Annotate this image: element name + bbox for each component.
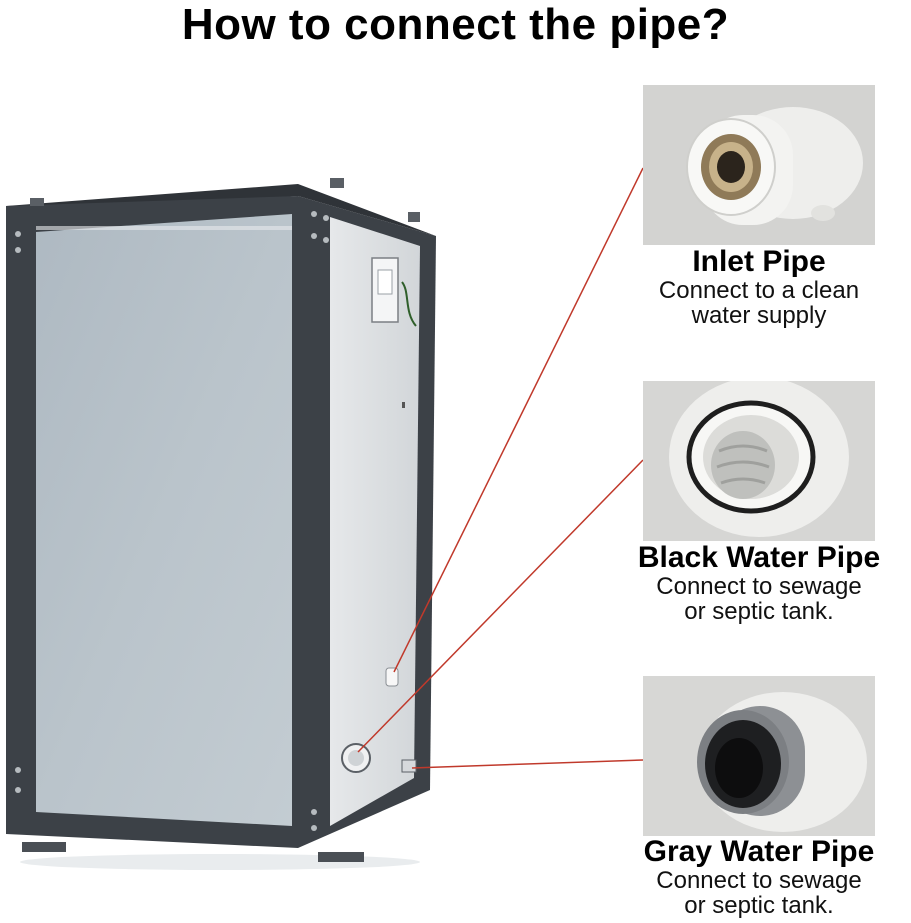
gray-water-outlet-marker — [401, 759, 417, 773]
black-water-pointer-line — [357, 459, 644, 753]
black-water-pipe-desc-line1: Connect to sewage — [656, 573, 862, 600]
pointer-lines — [357, 167, 644, 769]
black-water-outlet-marker — [341, 743, 371, 773]
black-water-pipe-caption: Black Water Pipe Connect to sewage or se… — [600, 541, 911, 625]
inlet-pipe-title: Inlet Pipe — [692, 245, 826, 278]
inlet-pipe-desc-line2: water supply — [691, 302, 827, 329]
black-water-pipe-photo — [643, 381, 875, 541]
gray-water-pipe-photo — [643, 676, 875, 836]
page-title: How to connect the pipe? — [181, 0, 730, 49]
inlet-pipe-caption: Inlet Pipe Connect to a clean water supp… — [600, 245, 911, 329]
black-water-pipe-desc-line2: or septic tank. — [684, 598, 834, 625]
gray-water-pipe-title: Gray Water Pipe — [643, 835, 875, 868]
gray-drain-pipe-icon — [643, 676, 875, 836]
gray-water-pipe-caption: Gray Water Pipe Connect to sewage or sep… — [600, 835, 911, 919]
inlet-pointer-line — [393, 167, 644, 673]
large-drain-fitting-icon — [643, 381, 875, 541]
inlet-pipe-photo — [643, 85, 875, 245]
inlet-pipe-desc-line1: Connect to a clean — [658, 277, 860, 304]
gray-water-pipe-desc-line2: or septic tank. — [684, 892, 834, 919]
threaded-inlet-fitting-icon — [643, 85, 875, 245]
cabinet-front-face — [6, 178, 436, 862]
gray-water-pointer-line — [411, 759, 644, 769]
black-water-pipe-title: Black Water Pipe — [637, 541, 881, 574]
gray-water-pipe-desc-line1: Connect to sewage — [656, 867, 862, 894]
inlet-outlet-marker — [385, 667, 399, 687]
